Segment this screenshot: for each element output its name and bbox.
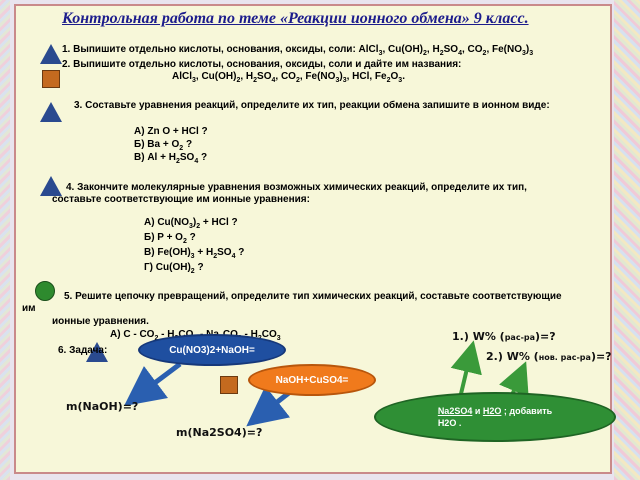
task-4-c: В) Fe(OH)3 + H2SO4 ? — [144, 247, 245, 260]
bubble-na2so4-h2o: Na2SO4 и H2O ; добавить H2O . — [374, 392, 616, 442]
arrow-to-m-na2so4 — [246, 385, 292, 427]
question-w1: 1.) W% (рас-ра)=? — [452, 330, 556, 343]
triangle-icon — [40, 102, 62, 122]
task-3-c: В) Al + H2SO4 ? — [134, 152, 208, 165]
task-4-line1: 4. Закончите молекулярные уравнения возм… — [66, 182, 527, 193]
bubble-cu-naoh: Cu(NO3)2+NaOH= — [138, 334, 286, 366]
decorative-border-right — [614, 0, 640, 480]
triangle-icon — [40, 44, 62, 64]
task-2-text: 2. Выпишите отдельно кислоты, основания,… — [62, 59, 462, 70]
bubble-cu-naoh-text: Cu(NO3)2+NaOH= — [169, 344, 255, 356]
task-6-label: 6. Задача: — [58, 345, 108, 356]
bubble-na2so4-h2o-text: Na2SO4 и H2O ; добавить H2O . — [437, 406, 553, 428]
triangle-icon — [86, 342, 108, 362]
task-3-text: 3. Составьте уравнения реакций, определи… — [74, 100, 550, 111]
square-icon — [220, 376, 238, 394]
task-3-a: А) Zn O + HCl ? — [134, 126, 208, 137]
task-2-formulas: AlCl3, Cu(OH)2, H2SO4, CO2, Fe(NO3)3, HC… — [172, 71, 405, 84]
task-4-line2: составьте соответствующие им ионные урав… — [52, 194, 310, 205]
bubble-naoh-cuso4-text: NaOH+CuSO4= — [275, 374, 349, 386]
task-3-b: Б) Ba + O2 ? — [134, 139, 193, 152]
square-icon — [42, 70, 60, 88]
task-5-line3: ионные уравнения. — [52, 316, 149, 327]
question-w2: 2.) W% (нов. рас-ра)=? — [486, 350, 612, 363]
task-1-text: 1. Выпишите отдельно кислоты, основания,… — [62, 44, 534, 57]
arrow-to-w1 — [450, 340, 482, 399]
task-5-line2: им — [22, 303, 36, 314]
arrow-to-m-naoh — [124, 362, 182, 406]
page-title: Контрольная работа по теме «Реакции ионн… — [62, 10, 529, 27]
decorative-border-left — [0, 0, 10, 480]
question-m-naoh: m(NaOH)=? — [66, 400, 139, 413]
task-4-b: Б) P + O2 ? — [144, 232, 196, 245]
triangle-icon — [40, 176, 62, 196]
task-4-d: Г) Cu(OH)2 ? — [144, 262, 204, 275]
task-4-a: А) Cu(NO3)2 + HCl ? — [144, 217, 238, 230]
question-m-na2so4: m(Na2SO4)=? — [176, 426, 263, 439]
bubble-naoh-cuso4: NaOH+CuSO4= — [248, 364, 376, 396]
circle-icon — [35, 281, 55, 301]
task-5-line1: 5. Решите цепочку превращений, определит… — [64, 291, 562, 302]
